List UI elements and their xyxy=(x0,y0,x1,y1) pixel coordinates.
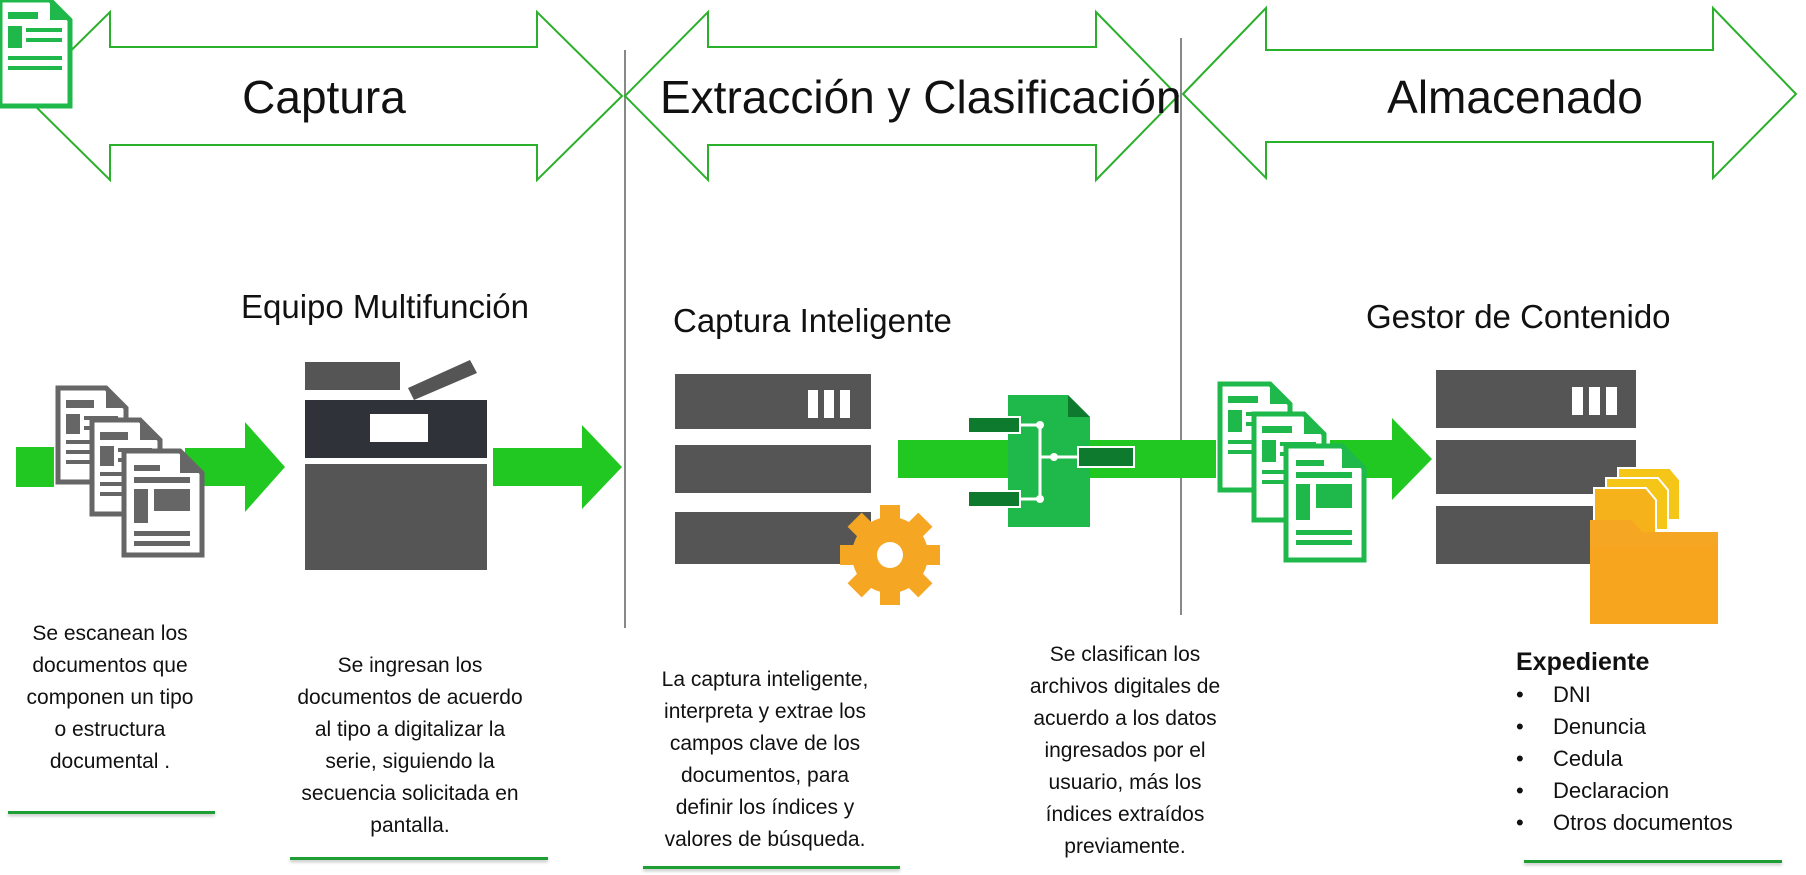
description-classify: Se clasifican los archivos digitales de … xyxy=(1029,643,1221,858)
expediente-list: DNI Denuncia Cedula Declaracion Otros do… xyxy=(1516,679,1796,839)
flow-arrow-4 xyxy=(1330,418,1432,500)
phase-title-almacenado: Almacenado xyxy=(1387,71,1643,123)
expediente-item: Cedula xyxy=(1516,743,1796,775)
expediente-title: Expediente xyxy=(1516,648,1650,676)
expediente-item: Denuncia xyxy=(1516,711,1796,743)
expediente-item: Otros documentos xyxy=(1516,807,1796,839)
phase-arrow-extraccion xyxy=(623,9,1180,183)
component-title-gestor: Gestor de Contenido xyxy=(1366,298,1671,335)
description-scan: Se escanean los documentos que componen … xyxy=(26,622,194,773)
description-ingest: Se ingresan los documentos de acuerdo al… xyxy=(297,654,523,837)
green-document-stack-icon xyxy=(0,0,1367,563)
classification-icon xyxy=(967,395,1135,527)
divider-line-ingest xyxy=(290,857,548,860)
phase-title-extraccion: Extracción y Clasificación xyxy=(660,71,1182,123)
flow-arrow-1 xyxy=(185,422,285,512)
folder-icon xyxy=(1590,467,1718,624)
multifunction-printer-icon xyxy=(305,360,487,570)
divider-line-expediente xyxy=(1524,860,1782,863)
expediente-item: Declaracion xyxy=(1516,775,1796,807)
phase-title-captura: Captura xyxy=(242,71,406,123)
description-extract: La captura inteligente, interpreta y ext… xyxy=(661,668,869,851)
component-title-multifuncion: Equipo Multifunción xyxy=(241,288,530,325)
phase-arrow-captura xyxy=(23,9,624,183)
divider-line-extract xyxy=(643,866,900,869)
phase-arrow-almacenado xyxy=(1181,5,1798,181)
gear-icon xyxy=(840,505,940,605)
flow-arrow-tail-1 xyxy=(16,447,54,487)
divider-line-scan xyxy=(8,811,215,814)
component-title-captura-inteligente: Captura Inteligente xyxy=(673,302,952,339)
flow-arrow-2 xyxy=(493,425,622,509)
capture-server-icon xyxy=(675,374,871,564)
expediente-panel: Expediente DNI Denuncia Cedula Declaraci… xyxy=(1516,648,1796,839)
expediente-item: DNI xyxy=(1516,679,1796,711)
